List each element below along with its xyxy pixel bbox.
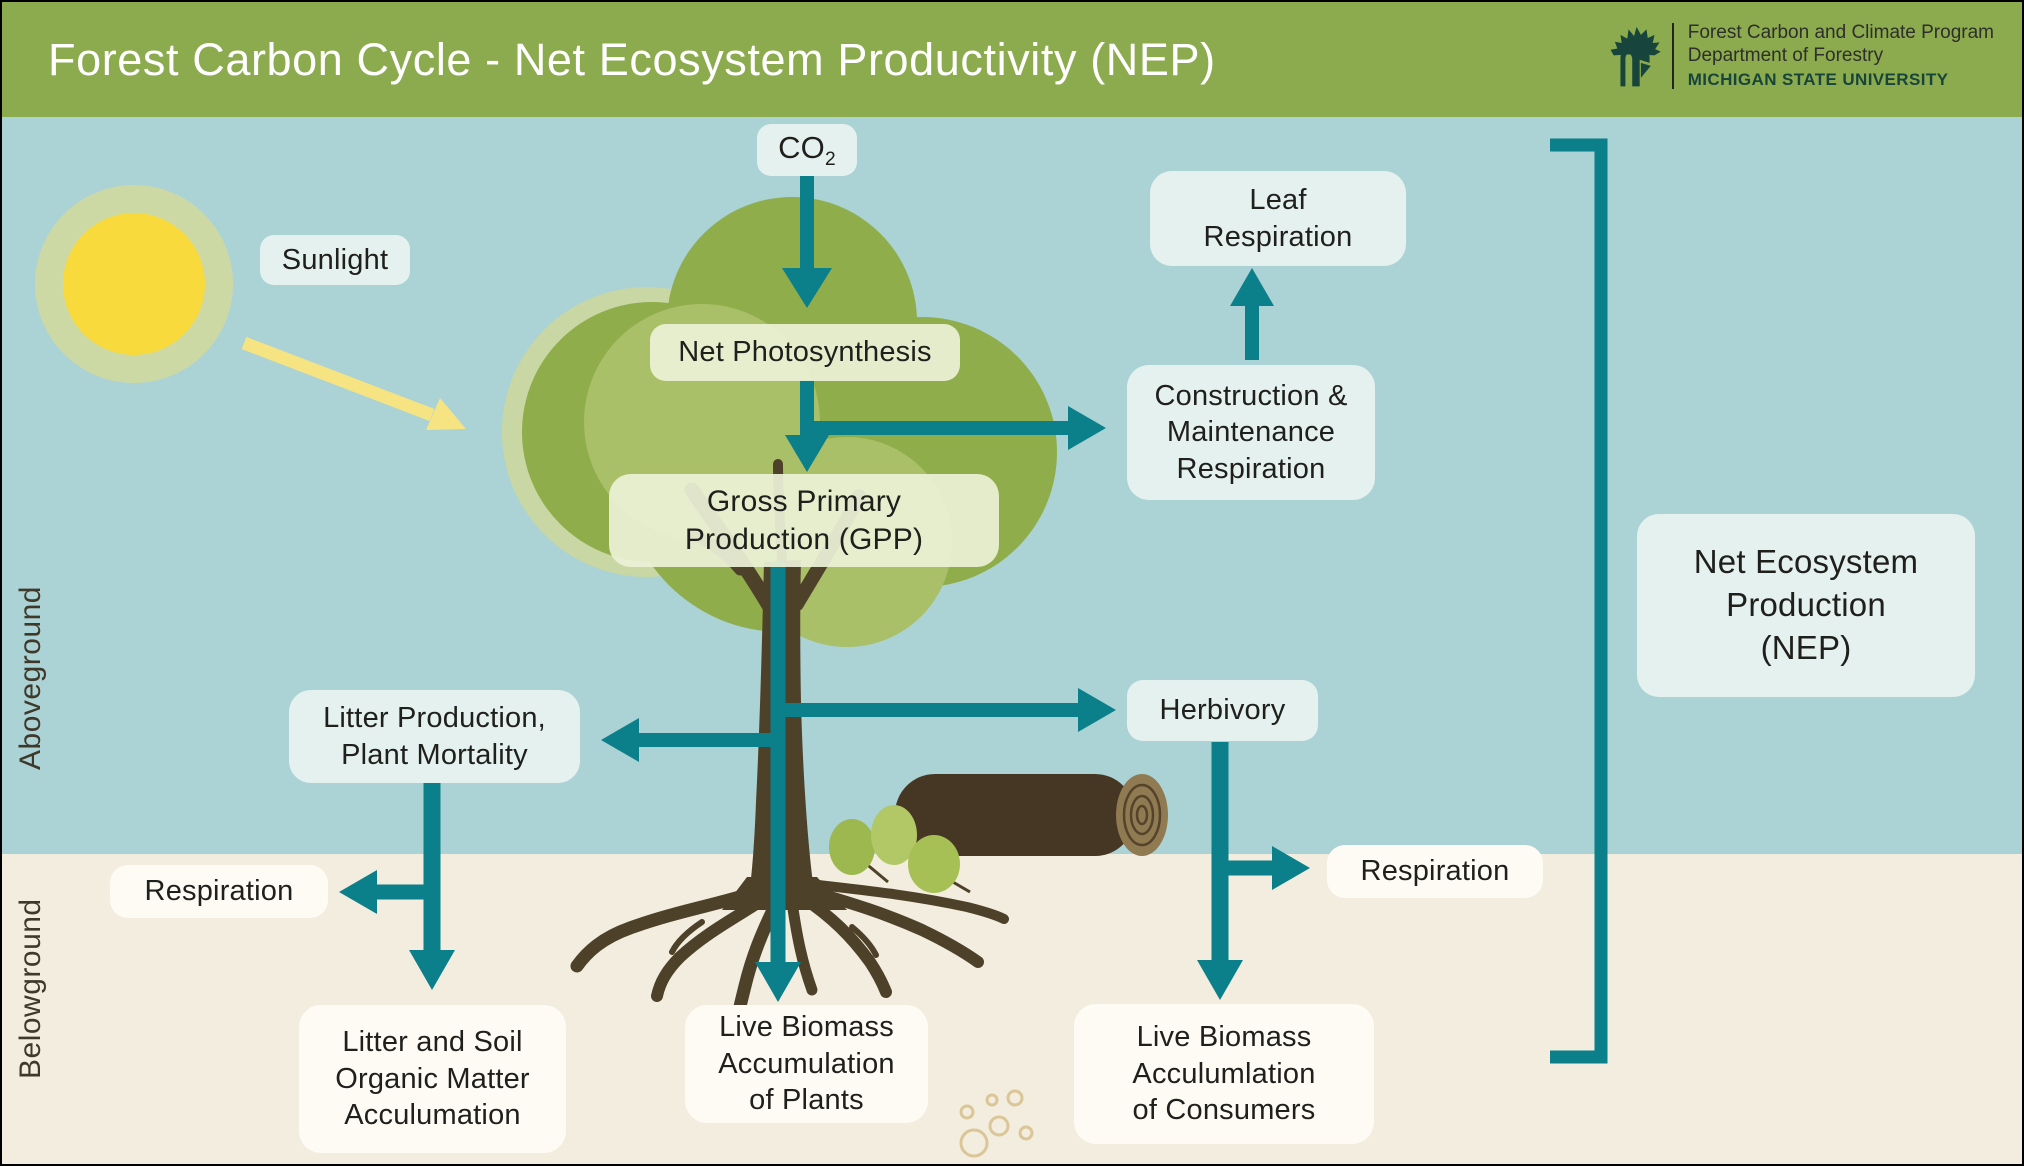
sun-icon bbox=[35, 185, 233, 383]
live-biomass-plants-box: Live Biomass Accumulation of Plants bbox=[685, 1005, 928, 1123]
arrow-co2-down bbox=[782, 172, 832, 308]
msu-logo: Forest Carbon and Climate Program Depart… bbox=[1600, 20, 1994, 92]
litter-soil-accumulation-box: Litter and Soil Organic Matter Acculumat… bbox=[299, 1005, 566, 1153]
fallen-leaves-icon bbox=[829, 805, 971, 894]
nep-box: Net Ecosystem Production (NEP) bbox=[1637, 514, 1975, 697]
arrow-litter-down bbox=[409, 780, 455, 990]
logo-divider bbox=[1671, 23, 1674, 89]
respiration-left-box: Respiration bbox=[110, 865, 328, 918]
arrow-herbivory-to-respiration bbox=[1220, 846, 1310, 890]
co2-label: CO2 bbox=[778, 129, 836, 170]
logo-line-university: MICHIGAN STATE UNIVERSITY bbox=[1687, 69, 1949, 89]
fallen-log-icon bbox=[895, 774, 1168, 856]
net-photosynthesis-label: Net Photosynthesis bbox=[650, 324, 960, 381]
logo-text: Forest Carbon and Climate Program Depart… bbox=[1688, 22, 1994, 89]
header-bar: Forest Carbon Cycle - Net Ecosystem Prod… bbox=[2, 2, 2022, 117]
litter-production-box: Litter Production, Plant Mortality bbox=[289, 690, 580, 783]
logo-line-program: Forest Carbon and Climate Program bbox=[1687, 22, 1994, 44]
co2-box: CO2 bbox=[757, 124, 857, 176]
herbivory-box: Herbivory bbox=[1127, 680, 1318, 741]
arrow-to-litter-production bbox=[601, 718, 778, 762]
arrow-to-herbivory bbox=[778, 688, 1116, 732]
gpp-box: Gross Primary Production (GPP) bbox=[609, 474, 999, 567]
arrow-to-construction-respiration bbox=[807, 406, 1106, 450]
aboveground-label: Aboveground bbox=[14, 586, 47, 770]
nep-bracket bbox=[1550, 138, 1608, 1064]
sun-core bbox=[63, 213, 205, 355]
leaf-respiration-box: Leaf Respiration bbox=[1150, 171, 1406, 266]
arrow-litter-to-respiration bbox=[339, 870, 432, 914]
arrow-herbivory-down bbox=[1197, 742, 1243, 1000]
soil-bubbles-icon bbox=[959, 1089, 1034, 1158]
sunlight-label: Sunlight bbox=[260, 235, 410, 285]
arrow-stem-to-plant-biomass bbox=[755, 562, 801, 1002]
live-biomass-consumers-box: Live Biomass Acculumlation of Consumers bbox=[1074, 1004, 1374, 1144]
belowground-label: Belowground bbox=[14, 898, 47, 1080]
spartan-helmet-icon bbox=[1610, 26, 1661, 87]
logo-line-department: Department of Forestry bbox=[1687, 44, 1884, 66]
arrow-construction-to-leaf-respiration bbox=[1230, 268, 1274, 360]
construction-maintenance-respiration-box: Construction & Maintenance Respiration bbox=[1127, 365, 1375, 500]
page-title: Forest Carbon Cycle - Net Ecosystem Prod… bbox=[48, 33, 1216, 85]
respiration-right-box: Respiration bbox=[1327, 845, 1543, 898]
sun-ray-arrow bbox=[241, 336, 466, 430]
